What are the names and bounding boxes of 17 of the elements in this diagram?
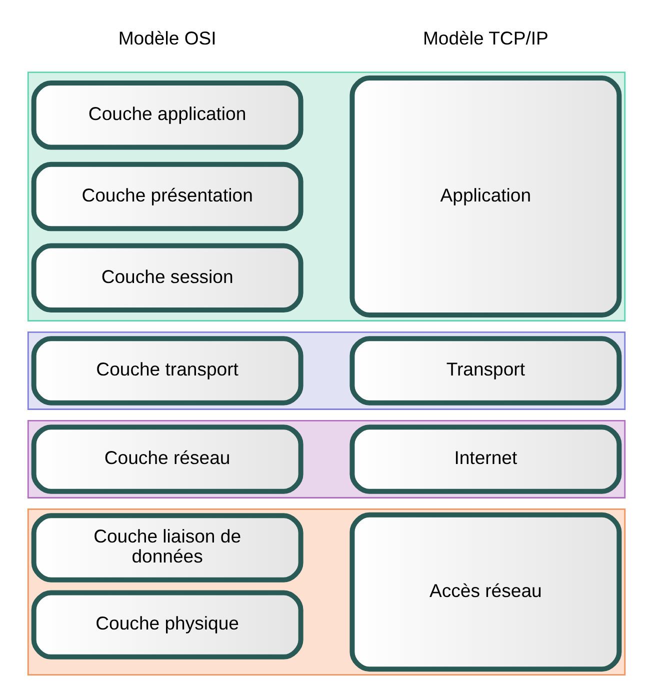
node-box: Application — [349, 76, 622, 318]
node-box: Couche présentation — [30, 162, 303, 232]
cluster — [26, 72, 626, 322]
node-box: Couche session — [30, 243, 303, 313]
node-box: Transport — [349, 336, 622, 406]
label: Modèle TCP/IP — [422, 27, 548, 48]
label: Modèle OSI — [118, 27, 216, 48]
node-box: Couche réseau — [30, 424, 303, 494]
node-box: Accès réseau — [349, 512, 622, 672]
cluster — [26, 420, 626, 498]
cluster — [26, 331, 626, 410]
node-box: Couche liaison de données — [30, 513, 303, 582]
node-box: Couche application — [30, 80, 303, 150]
cluster — [26, 508, 626, 676]
node-box: Couche transport — [30, 336, 303, 406]
node-box: Internet — [349, 424, 622, 494]
node-box: Couche physique — [30, 590, 303, 660]
